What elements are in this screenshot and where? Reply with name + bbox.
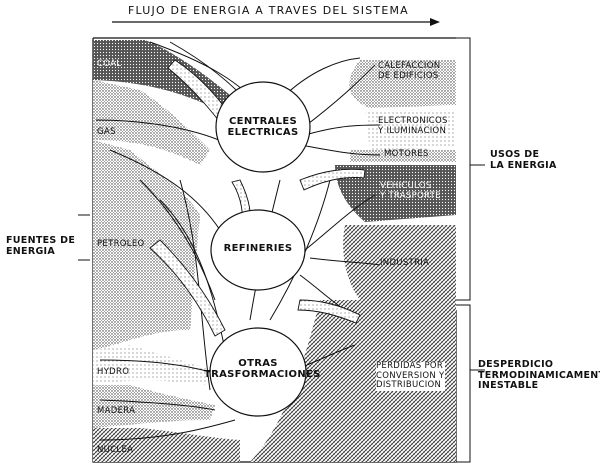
use-label: VEHICULOS Y TRASPORTE (380, 181, 441, 201)
uses-group-label: USOS DE LA ENERGIA (490, 149, 557, 171)
gas-band (93, 80, 210, 165)
losses-band (250, 300, 456, 462)
madera-band (93, 385, 215, 428)
nuclear-band (93, 428, 240, 462)
waste-group-label: DESPERDICIO TERMODINAMICAMENTE INESTABLE (478, 359, 600, 392)
source-label: GAS (97, 127, 116, 137)
source-label: NUCLEA (97, 445, 134, 455)
node-label: REFINERIES (223, 243, 293, 254)
use-label: INDUSTRIA (380, 258, 430, 268)
use-label: CALEFACCION DE EDIFICIOS (378, 61, 441, 81)
node-label: OTRAS TRASFORMACIONES (204, 358, 321, 381)
sources-bracket (78, 214, 90, 261)
motors-band (350, 150, 456, 162)
lighting-band (365, 110, 456, 150)
node-power-plants (215, 81, 311, 173)
waste-bracket (456, 304, 471, 463)
hydro-band (93, 345, 210, 385)
industry-band (343, 225, 456, 300)
uses-bracket (456, 37, 471, 301)
source-label: COAL (97, 59, 122, 69)
use-label: MOTORES (384, 149, 429, 159)
source-label: HYDRO (97, 367, 130, 377)
heating-band (349, 60, 456, 108)
use-label: ELECTRONICOS Y ILUMINACION (378, 116, 448, 136)
node-other (209, 327, 307, 417)
use-label: PERDIDAS POR CONVERSION Y DISTRIBUCION (376, 361, 445, 391)
node-refineries (210, 209, 306, 291)
petroleo-band (93, 140, 200, 350)
source-label: PETROLEO (97, 239, 145, 249)
source-label: MADERA (97, 406, 136, 416)
vehicles-band (335, 165, 456, 222)
diagram-title: FLUJO DE ENERGIA A TRAVES DEL SISTEMA (128, 4, 409, 17)
sources-group-label: FUENTES DE ENERGIA (6, 235, 76, 257)
node-label: CENTRALES ELECTRICAS (227, 116, 299, 139)
